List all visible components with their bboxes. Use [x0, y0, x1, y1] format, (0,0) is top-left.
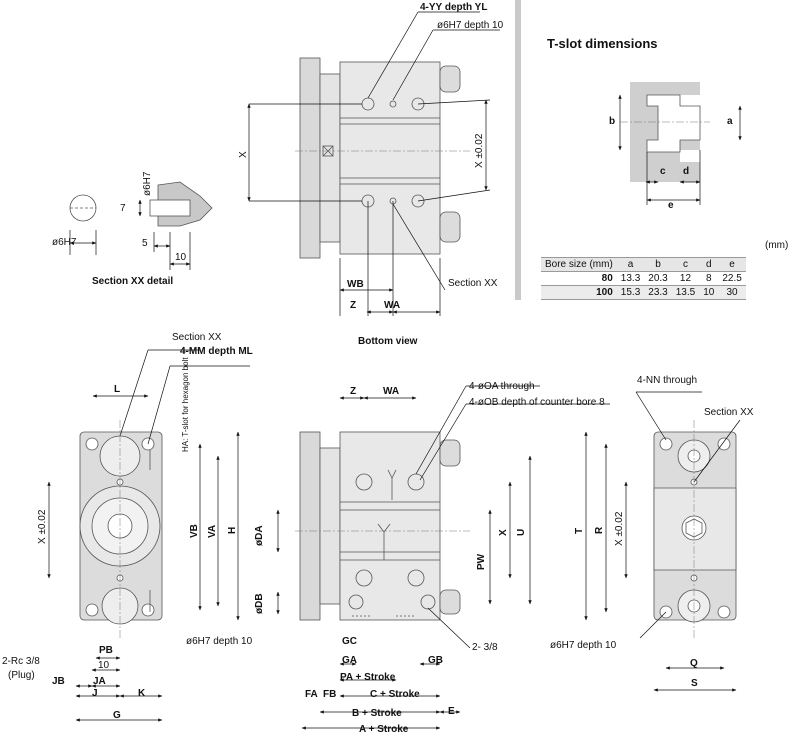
- front-dim-wa: WA: [383, 386, 400, 397]
- dim-va: VA: [207, 524, 218, 538]
- callout-oa: 4-øOA through: [469, 381, 535, 392]
- section-ref-right: Section XX: [704, 407, 754, 418]
- dim-s: S: [691, 678, 698, 689]
- front-dim-x: X: [498, 529, 509, 536]
- dim-wb: WB: [347, 279, 364, 290]
- tslot-dim-e: e: [668, 200, 674, 211]
- bottom-view-caption: Bottom view: [358, 336, 418, 347]
- table-cell: 23.3: [644, 285, 672, 300]
- dim-u: U: [516, 528, 527, 536]
- dim-ga: GA: [342, 655, 357, 666]
- front-dim-z: Z: [350, 386, 357, 397]
- tslot-dim-b: b: [609, 116, 616, 127]
- port-label: 2-Rc 3/8: [2, 656, 40, 667]
- front-view-drawing: [299, 431, 461, 621]
- table-cell: 12: [671, 271, 700, 286]
- dim-da: øDA: [254, 525, 265, 546]
- tslot-header: a: [616, 257, 645, 272]
- table-row: 100 15.3 23.3 13.5 10 30: [541, 285, 746, 300]
- dim-x-tol: X ±0.02: [474, 133, 485, 168]
- dim-l: L: [114, 384, 121, 395]
- dim-pb: PB: [99, 645, 113, 656]
- section-detail-drawing: [69, 181, 213, 227]
- dim-pa: PA + Stroke: [340, 672, 396, 683]
- dim-db: øDB: [254, 593, 265, 614]
- panel-separator: [515, 0, 521, 300]
- plug-label: (Plug): [8, 670, 35, 681]
- tslot-unit: (mm): [765, 240, 789, 251]
- dim-gc: GC: [342, 636, 357, 647]
- right-pin-note: ø6H7 depth 10: [550, 640, 617, 651]
- tslot-drawing: [630, 82, 701, 182]
- dim-pw: PW: [476, 553, 487, 570]
- tslot-header: e: [718, 257, 746, 272]
- tslot-header: Bore size (mm): [541, 257, 617, 272]
- tslot-table: Bore size (mm) a b c d e 80 13.3 20.3 12…: [541, 257, 746, 300]
- dim-a: A + Stroke: [359, 724, 409, 735]
- table-cell: 13.5: [671, 285, 700, 300]
- section-dia-side: ø6H7: [142, 171, 153, 196]
- tslot-header: d: [699, 257, 719, 272]
- dim-e: E: [448, 706, 455, 717]
- bottom-view-drawing: [299, 57, 461, 259]
- section-ref-left: Section XX: [172, 332, 222, 343]
- dim-q: Q: [690, 658, 698, 669]
- table-cell: 100: [541, 285, 617, 300]
- dim-jb: JB: [52, 676, 65, 687]
- dim-h: H: [227, 526, 238, 534]
- section-ref-top: Section XX: [448, 278, 498, 289]
- callout-yy: 4-YY depth YL: [420, 2, 488, 13]
- section-dim-7: 7: [120, 203, 126, 214]
- callout-mm: 4-MM depth ML: [180, 346, 253, 357]
- tslot-header-row: Bore size (mm) a b c d e: [541, 257, 746, 272]
- tslot-dim-a: a: [727, 116, 733, 127]
- left-dim-10: 10: [98, 660, 110, 671]
- dim-fa: FA: [305, 689, 318, 700]
- tslot-title: T-slot dimensions: [547, 36, 658, 51]
- section-dim-10: 10: [175, 252, 187, 263]
- callout-pin: ø6H7 depth 10: [437, 20, 504, 31]
- tslot-header: b: [644, 257, 672, 272]
- tslot-dim-d: d: [683, 166, 690, 177]
- right-dim-x-tol: X ±0.02: [614, 511, 625, 546]
- callout-ob: 4-øOB depth of counter bore 8: [469, 397, 605, 408]
- table-cell: 22.5: [718, 271, 746, 286]
- dim-wa: WA: [384, 300, 401, 311]
- right-view-drawing: [653, 431, 737, 623]
- dim-z: Z: [350, 300, 357, 311]
- tslot-dim-c: c: [660, 166, 666, 177]
- dim-ja: JA: [93, 676, 106, 687]
- dim-g: G: [113, 710, 121, 721]
- dim-b: B + Stroke: [352, 708, 402, 719]
- dim-r: R: [594, 526, 605, 534]
- table-cell: 10: [699, 285, 719, 300]
- table-row: 80 13.3 20.3 12 8 22.5: [541, 271, 746, 286]
- section-dim-5: 5: [142, 238, 148, 249]
- table-cell: 13.3: [616, 271, 645, 286]
- dim-x: X: [238, 151, 249, 158]
- left-dim-x-tol: X ±0.02: [37, 509, 48, 544]
- table-cell: 15.3: [616, 285, 645, 300]
- dim-k: K: [138, 688, 146, 699]
- section-dia: ø6H7: [52, 237, 77, 248]
- left-view-drawing: [79, 431, 163, 625]
- table-cell: 30: [718, 285, 746, 300]
- dim-j: J: [92, 688, 98, 699]
- slot-note: HA: T-slot for hexagon bolt: [181, 357, 190, 452]
- tslot-header: c: [671, 257, 700, 272]
- table-cell: 8: [699, 271, 719, 286]
- front-port: 2- 3/8: [472, 642, 498, 653]
- left-pin-note: ø6H7 depth 10: [186, 636, 253, 647]
- dim-gb: GB: [428, 655, 443, 666]
- table-cell: 80: [541, 271, 617, 286]
- table-cell: 20.3: [644, 271, 672, 286]
- callout-nn: 4-NN through: [637, 375, 698, 386]
- section-caption: Section XX detail: [92, 276, 174, 287]
- dim-fb: FB: [323, 689, 337, 700]
- dim-t: T: [574, 527, 585, 534]
- dim-c: C + Stroke: [370, 689, 420, 700]
- dim-vb: VB: [189, 524, 200, 538]
